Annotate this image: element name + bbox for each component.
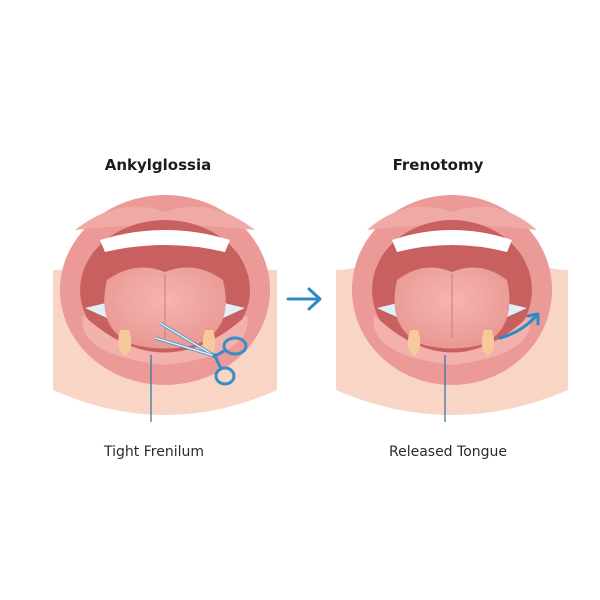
left-label: Tight Frenilum [104,444,204,460]
upper-teeth [100,230,230,252]
right-arrow-icon [286,287,322,311]
curved-arrow-icon [498,312,540,340]
frenotomy-illustration [332,190,572,430]
right-title: Frenotomy [392,156,484,174]
ankyloglossia-illustration [45,190,285,430]
scissors-icon [155,321,248,386]
left-title: Ankylglossia [104,156,212,174]
right-label: Released Tongue [388,444,508,460]
